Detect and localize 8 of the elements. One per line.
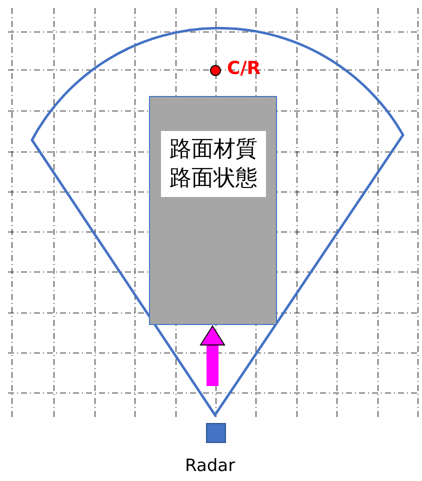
arrow	[200, 326, 225, 386]
radar-square	[206, 423, 226, 443]
area-label: 路面状態	[168, 165, 258, 193]
dot-marker	[210, 65, 221, 76]
sensor-label: Radar	[185, 456, 236, 476]
road-area	[149, 96, 277, 325]
point-label: C/R	[227, 58, 261, 79]
area-label: 路面材質	[168, 136, 258, 164]
